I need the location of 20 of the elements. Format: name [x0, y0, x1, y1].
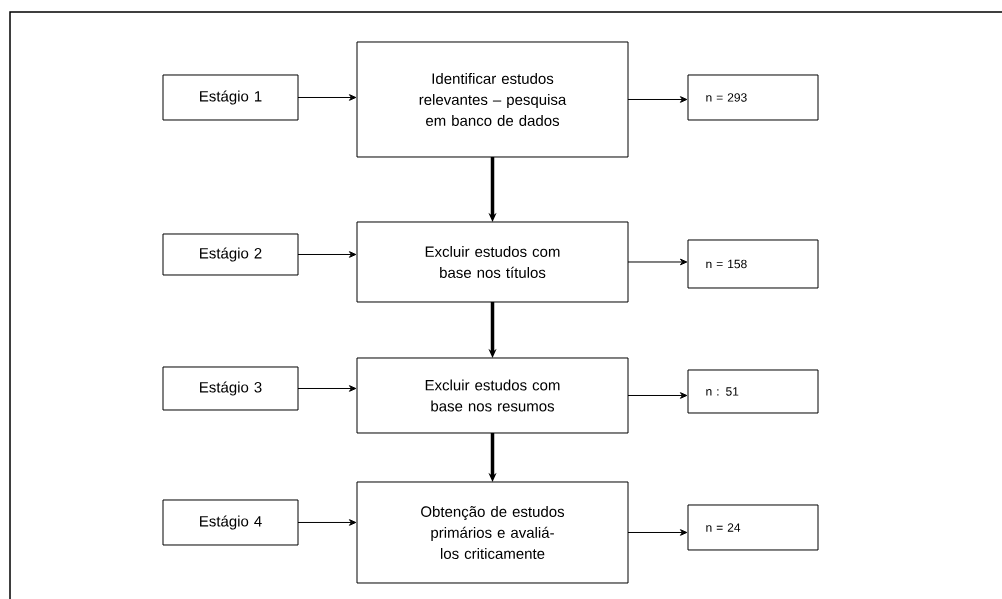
arrow: [627, 96, 688, 103]
count-box: n = 158: [687, 239, 819, 289]
process-box: Identificar estudos relevantes – pesquisa em banco de dados: [356, 41, 629, 158]
count-box: n : 51: [687, 369, 819, 414]
count-box: n = 293: [687, 74, 819, 121]
arrow: [627, 258, 688, 266]
stage-box: Estágio 1: [162, 74, 299, 121]
arrow: [297, 519, 357, 526]
arrow: [297, 94, 357, 101]
arrow: [627, 529, 688, 536]
stage-box: Estágio 2: [162, 233, 299, 276]
arrow: [627, 392, 688, 399]
process-box: Excluir estudos com base nos resumos: [356, 357, 629, 434]
stage-box: Estágio 3: [162, 366, 299, 411]
stage-box: Estágio 4: [162, 499, 299, 546]
arrow: [297, 385, 357, 392]
process-box: Obtenção de estudos primários e avaliá-los criticamente: [356, 481, 629, 584]
arrow: [297, 251, 357, 258]
count-box: n = 24: [687, 504, 819, 551]
process-box: Excluir estudos com base nos títulos: [356, 221, 629, 303]
